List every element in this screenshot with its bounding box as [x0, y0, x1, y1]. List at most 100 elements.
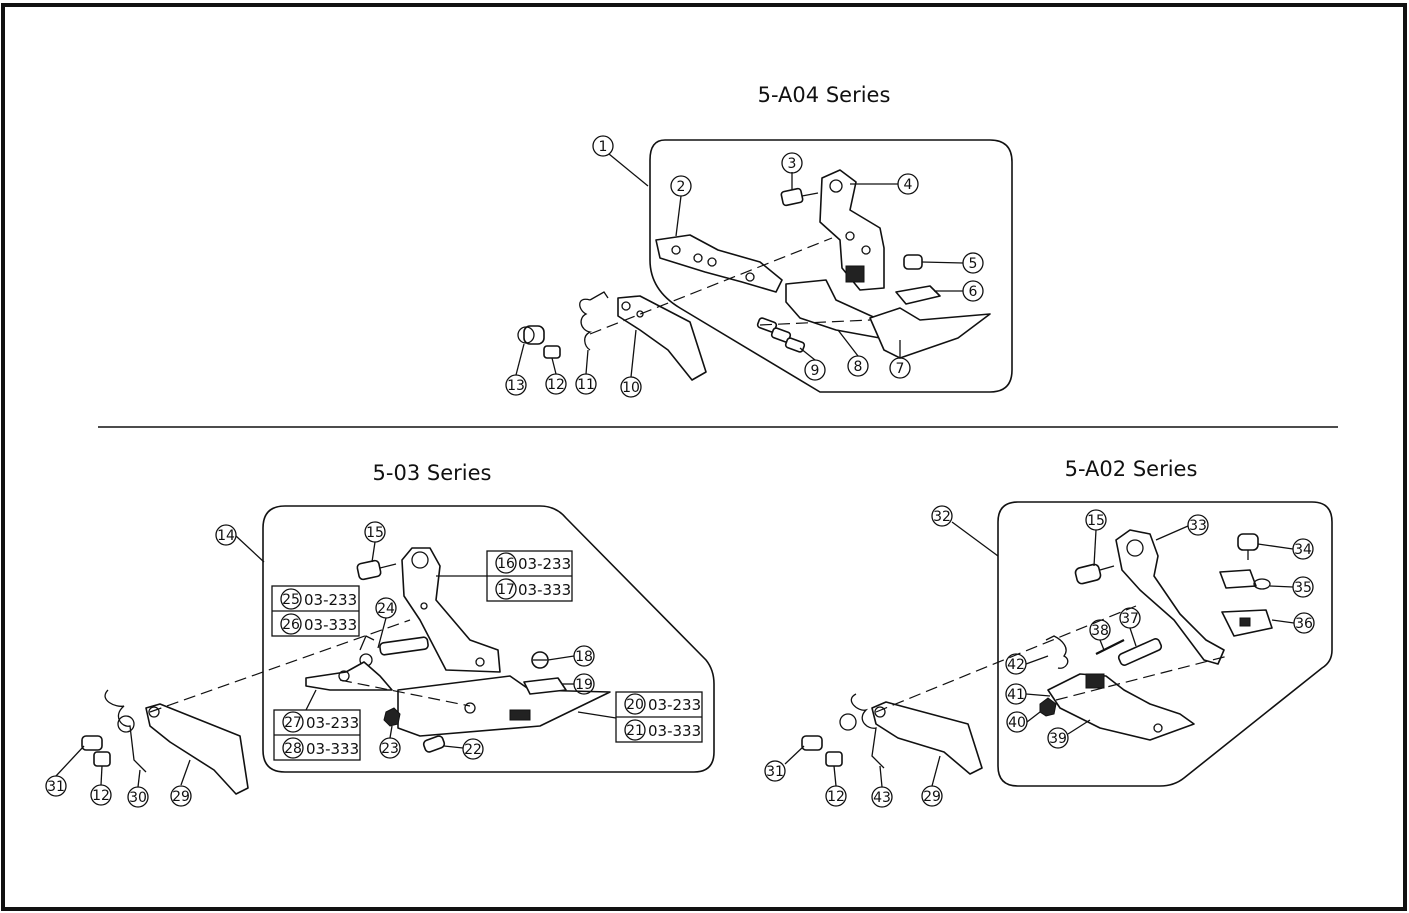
callout-31: 31: [45, 775, 67, 797]
svg-text:17: 17: [497, 582, 515, 598]
callout-14: 14: [215, 524, 237, 546]
code-28: 03-333: [306, 740, 359, 758]
section-503: 5-03 Series: [45, 461, 715, 808]
svg-text:6: 6: [969, 284, 978, 300]
callout-34: 34: [1292, 538, 1314, 560]
part-drawing-503: [81, 547, 611, 795]
callout-24: 24: [375, 597, 397, 619]
svg-text:16: 16: [497, 556, 515, 572]
code-26: 03-333: [304, 616, 357, 634]
svg-text:21: 21: [626, 723, 644, 739]
section-title-5a04: 5-A04 Series: [758, 83, 891, 107]
part-drawing-5a02: [801, 529, 1273, 775]
svg-text:32: 32: [933, 509, 951, 525]
svg-text:24: 24: [377, 601, 395, 617]
svg-text:25: 25: [282, 592, 300, 608]
svg-text:35: 35: [1294, 580, 1312, 596]
callout-23: 23: [379, 737, 401, 759]
svg-text:38: 38: [1091, 623, 1109, 639]
assembly-frame-503: [262, 505, 715, 773]
callout-13: 13: [505, 374, 527, 396]
callout-9: 9: [804, 359, 826, 381]
callout-12: 12: [545, 373, 567, 395]
callout-1: 1: [592, 135, 614, 157]
sheet-border: [1, 3, 1407, 911]
callout-15: 15: [1085, 509, 1107, 531]
svg-text:18: 18: [575, 649, 593, 665]
code-21: 03-333: [648, 722, 701, 740]
svg-text:41: 41: [1007, 687, 1025, 703]
svg-text:11: 11: [577, 377, 595, 393]
svg-text:36: 36: [1295, 616, 1313, 632]
section-5a04: 5-A04 Series: [505, 83, 1013, 398]
callout-12: 12: [825, 785, 847, 807]
svg-text:1: 1: [599, 139, 608, 155]
callouts-5a02: 32 15 33 34 35 36 37 38 42 41 40 39 29 4…: [764, 505, 1315, 808]
svg-text:31: 31: [766, 764, 784, 780]
callout-19: 19: [573, 673, 595, 695]
svg-text:27: 27: [284, 715, 302, 731]
svg-text:3: 3: [788, 156, 797, 172]
callout-31: 31: [764, 760, 786, 782]
code-27: 03-233: [306, 714, 359, 732]
svg-text:43: 43: [873, 790, 891, 806]
svg-text:20: 20: [626, 697, 644, 713]
code-17: 03-333: [518, 581, 571, 599]
callout-18: 18: [573, 645, 595, 667]
svg-text:42: 42: [1007, 657, 1025, 673]
callout-41: 41: [1005, 683, 1027, 705]
callout-29: 29: [170, 785, 192, 807]
code-16: 03-233: [518, 555, 571, 573]
svg-text:7: 7: [896, 361, 905, 377]
leaders-5a02: [784, 521, 1295, 788]
callout-2: 2: [670, 175, 692, 197]
svg-text:28: 28: [284, 741, 302, 757]
svg-text:26: 26: [282, 617, 300, 633]
svg-text:22: 22: [464, 742, 482, 758]
svg-text:29: 29: [172, 789, 190, 805]
section-title-503: 5-03 Series: [373, 461, 492, 485]
callout-7: 7: [889, 357, 911, 379]
svg-text:8: 8: [854, 359, 863, 375]
callout-22: 22: [462, 738, 484, 760]
callout-11: 11: [575, 373, 597, 395]
callout-10: 10: [620, 376, 642, 398]
part-drawing-5a04: [517, 169, 991, 381]
callout-38: 38: [1089, 619, 1111, 641]
callout-42: 42: [1005, 653, 1027, 675]
section-title-5a02: 5-A02 Series: [1065, 457, 1198, 481]
svg-text:31: 31: [47, 779, 65, 795]
svg-text:23: 23: [381, 741, 399, 757]
svg-text:14: 14: [217, 528, 235, 544]
section-5a02: 5-A02 Series: [764, 457, 1333, 808]
callout-29: 29: [921, 785, 943, 807]
callout-40: 40: [1006, 711, 1028, 733]
svg-text:34: 34: [1294, 542, 1312, 558]
svg-text:9: 9: [811, 363, 820, 379]
svg-text:15: 15: [366, 525, 384, 541]
callout-6: 6: [962, 280, 984, 302]
svg-text:40: 40: [1008, 715, 1026, 731]
variant-code-boxes-503: [271, 550, 703, 761]
svg-text:5: 5: [969, 256, 978, 272]
assembly-frame-5a02: [997, 501, 1333, 787]
callouts-5a04: 1 2 3 4 5 6 7 8 9 10 11 12 13: [505, 135, 984, 398]
svg-text:39: 39: [1049, 731, 1067, 747]
svg-text:12: 12: [827, 789, 845, 805]
callout-30: 30: [127, 786, 149, 808]
svg-text:12: 12: [92, 788, 110, 804]
callout-37: 37: [1119, 607, 1141, 629]
leaders-5a04: [515, 153, 964, 378]
svg-text:10: 10: [622, 380, 640, 396]
callout-12: 12: [90, 784, 112, 806]
svg-text:30: 30: [129, 790, 147, 806]
